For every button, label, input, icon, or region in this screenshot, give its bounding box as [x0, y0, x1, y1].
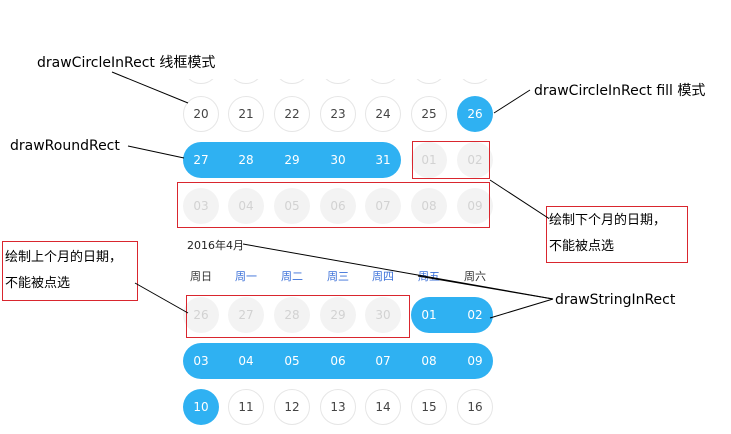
- day-cell-in-range[interactable]: 07: [375, 354, 391, 368]
- prev-month-day-cell: 30: [365, 297, 401, 333]
- day-cell[interactable]: 24: [365, 96, 401, 132]
- day-cell-in-range[interactable]: 29: [284, 153, 300, 167]
- day-cell-in-range[interactable]: 06: [330, 354, 346, 368]
- next-month-day-cell: 01: [411, 142, 447, 178]
- day-cell-in-range[interactable]: 04: [238, 354, 254, 368]
- prev-month-day-cell: 28: [274, 297, 310, 333]
- prev-month-note-line2: 不能被点选: [5, 276, 71, 291]
- day-cell-in-range[interactable]: 27: [193, 153, 209, 167]
- weekday-label: 周六: [464, 270, 486, 283]
- next-month-highlight-box: [412, 141, 490, 179]
- day-cell-in-range[interactable]: 09: [467, 354, 483, 368]
- day-cell[interactable]: 21: [228, 96, 264, 132]
- next-month-day-cell: 08: [411, 188, 447, 224]
- next-month-day-cell: 02: [457, 142, 493, 178]
- day-cell-in-range[interactable]: 31: [375, 153, 391, 167]
- partial-row-fragment: [411, 79, 447, 84]
- day-cell-selected[interactable]: 26: [457, 96, 493, 132]
- day-cell-in-range[interactable]: 30: [330, 153, 346, 167]
- day-cell[interactable]: 11: [228, 389, 264, 425]
- weekday-label: 周一: [235, 270, 257, 283]
- prev-month-note-line1: 绘制上个月的日期，: [5, 250, 123, 265]
- day-cell-in-range[interactable]: 05: [284, 354, 300, 368]
- day-cell-in-range[interactable]: 28: [238, 153, 254, 167]
- day-cell[interactable]: 14: [365, 389, 401, 425]
- day-cell[interactable]: 13: [320, 389, 356, 425]
- day-cell[interactable]: 23: [320, 96, 356, 132]
- partial-row-fragment: [457, 79, 493, 84]
- day-cell-in-range[interactable]: 02: [467, 308, 483, 322]
- prev-month-day-cell: 26: [183, 297, 219, 333]
- next-month-note-line1: 绘制下个月的日期，: [549, 208, 667, 234]
- day-cell-in-range[interactable]: 08: [421, 354, 437, 368]
- next-month-day-cell: 07: [365, 188, 401, 224]
- day-cell-in-range[interactable]: 01: [421, 308, 437, 322]
- next-month-day-cell: 04: [228, 188, 264, 224]
- day-cell[interactable]: 20: [183, 96, 219, 132]
- round-rect-selection-bar: [183, 142, 401, 178]
- string-in-rect-label: drawStringInRect: [555, 292, 676, 308]
- outline-mode-label: drawCircleInRect 线框模式: [37, 55, 216, 71]
- day-cell[interactable]: 12: [274, 389, 310, 425]
- partial-row-fragment: [274, 79, 310, 84]
- day-cell[interactable]: 22: [274, 96, 310, 132]
- prev-month-highlight-box: [186, 295, 410, 338]
- prev-month-day-cell: 29: [320, 297, 356, 333]
- partial-row-fragment: [183, 79, 219, 84]
- day-cell[interactable]: 15: [411, 389, 447, 425]
- round-rect-selection-bar: [183, 343, 493, 379]
- round-rect-selection-bar: [411, 297, 493, 333]
- weekday-label: 周三: [327, 270, 349, 283]
- next-month-note-box: [546, 206, 688, 263]
- prev-month-note-box: [2, 241, 138, 301]
- prev-month-day-cell: 27: [228, 297, 264, 333]
- month-title: 2016年4月: [187, 239, 244, 252]
- day-cell[interactable]: 25: [411, 96, 447, 132]
- partial-row-fragment: [365, 79, 401, 84]
- next-month-day-cell: 03: [183, 188, 219, 224]
- fill-mode-label: drawCircleInRect fill 模式: [534, 83, 706, 99]
- next-month-day-cell: 06: [320, 188, 356, 224]
- partial-row-fragment: [320, 79, 356, 84]
- day-cell[interactable]: 16: [457, 389, 493, 425]
- weekday-label: 周日: [190, 270, 212, 283]
- day-cell-in-range[interactable]: 03: [193, 354, 209, 368]
- weekday-label: 周四: [372, 270, 394, 283]
- next-month-day-cell: 09: [457, 188, 493, 224]
- next-month-highlight-box: [177, 182, 490, 228]
- weekday-label: 周二: [281, 270, 303, 283]
- partial-row-fragment: [228, 79, 264, 84]
- next-month-note-line2: 不能被点选: [549, 239, 615, 254]
- next-month-day-cell: 05: [274, 188, 310, 224]
- day-cell-selected[interactable]: 10: [183, 389, 219, 425]
- round-rect-label: drawRoundRect: [10, 138, 120, 154]
